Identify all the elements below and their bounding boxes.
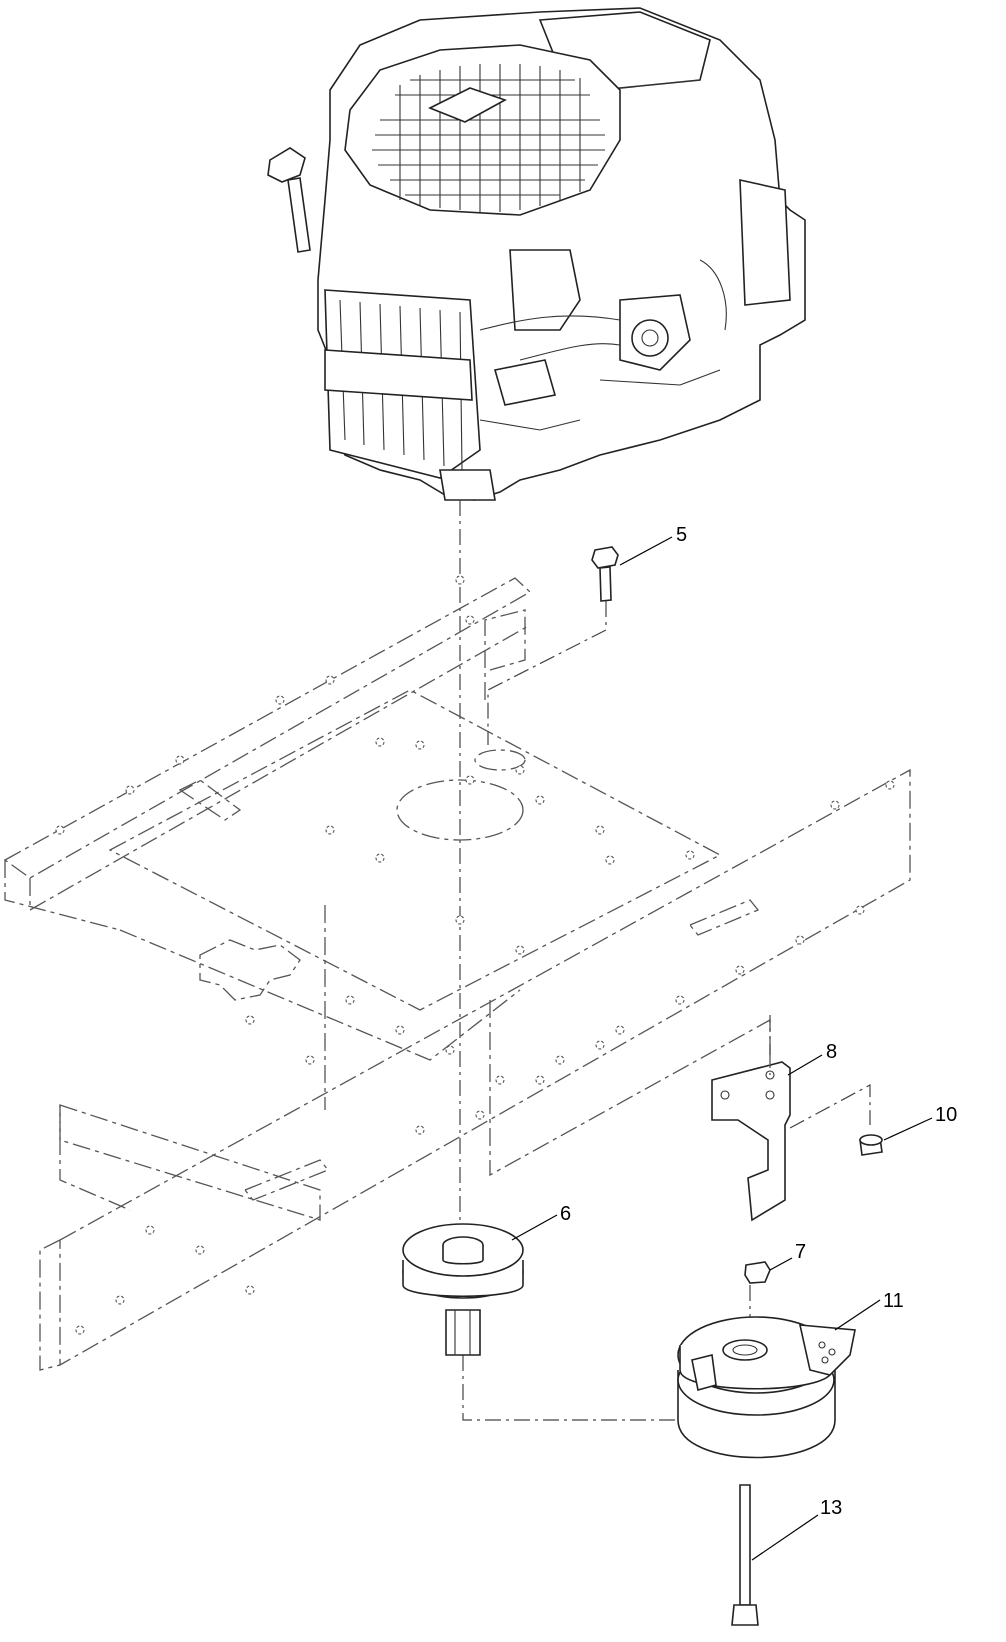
callout-11: 11 [883,1290,904,1312]
part-6-pulley [402,1214,558,1356]
callout-5: 5 [676,524,687,546]
part-7-key [744,1257,793,1330]
engine-assembly [267,7,806,501]
part-8-bracket [711,1015,871,1222]
part-10-flange-nut [859,1117,933,1156]
callout-13: 13 [820,1497,842,1519]
part-11-pto-clutch [677,1299,881,1459]
callout-7: 7 [795,1241,806,1263]
part-5-bolt [487,536,673,745]
callout-8: 8 [826,1041,837,1063]
callout-6: 6 [560,1203,571,1225]
part-13-bolt [731,1484,819,1626]
callout-10: 10 [935,1104,957,1126]
